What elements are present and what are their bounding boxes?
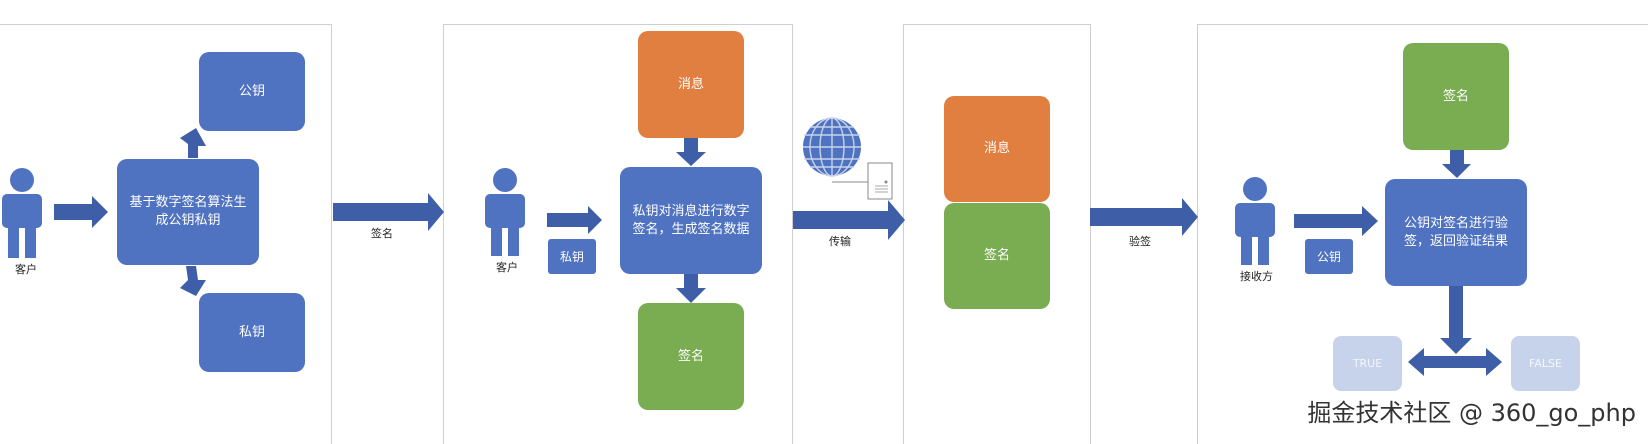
- arrow-transmission-icon: [793, 200, 905, 240]
- arrow-icon: [54, 196, 108, 228]
- received-signature-box: 签名: [1403, 43, 1509, 150]
- arrow-icon: [547, 206, 602, 234]
- private-key-tag: 私钥: [548, 239, 596, 274]
- public-key-tag: 公钥: [1305, 239, 1353, 274]
- signature-box: 签名: [638, 303, 744, 410]
- globe-icon: [803, 117, 861, 177]
- arrow-verification-icon: [1090, 198, 1198, 236]
- arrow-label-verify: 验签: [1129, 235, 1151, 248]
- arrow-up-icon: [180, 128, 206, 158]
- double-arrow-icon: [1408, 348, 1502, 376]
- result-true-box: TRUE: [1333, 336, 1402, 391]
- person-icon: [2, 168, 42, 258]
- transmitted-message-box: 消息: [944, 96, 1050, 202]
- arrow-down-icon: [676, 274, 706, 303]
- arrow-label-transmit: 传输: [829, 235, 851, 248]
- actor-label-customer: 客户: [496, 261, 518, 274]
- result-false-box: FALSE: [1511, 336, 1580, 391]
- arrow-down-icon: [1440, 286, 1472, 354]
- private-key-box: 私钥: [199, 293, 305, 372]
- arrow-down-icon: [180, 266, 206, 296]
- person-icon: [1235, 177, 1275, 265]
- arrow-down-icon: [1442, 150, 1471, 178]
- arrow-icon: [1294, 206, 1378, 236]
- verify-process-box: 公钥对签名进行验签，返回验证结果: [1385, 179, 1527, 286]
- sign-process-box: 私钥对消息进行数字签名，生成签名数据: [620, 167, 762, 274]
- actor-label-customer: 客户: [15, 263, 37, 276]
- arrow-label-sign: 签名: [371, 227, 393, 240]
- person-icon: [485, 168, 525, 256]
- arrow-signing-icon: [333, 193, 444, 231]
- transmitted-signature-box: 签名: [944, 203, 1050, 309]
- computer-icon: [832, 162, 893, 200]
- public-key-box: 公钥: [199, 52, 305, 131]
- watermark: 掘金技术社区 @ 360_go_php: [1307, 399, 1636, 427]
- generate-keys-box: 基于数字签名算法生成公钥私钥: [117, 159, 259, 265]
- arrow-down-icon: [676, 138, 706, 166]
- message-box: 消息: [638, 31, 744, 138]
- actor-label-receiver: 接收方: [1240, 270, 1273, 283]
